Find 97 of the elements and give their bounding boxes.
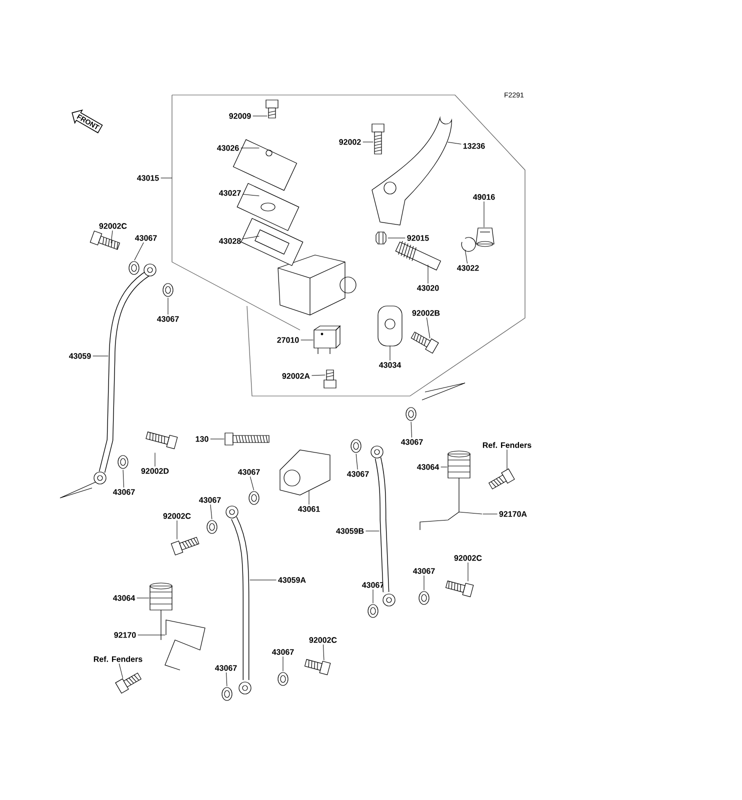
callout-number: 43067 [155,314,181,324]
washer [128,261,140,275]
leader-line [242,236,260,240]
leader-line [410,422,412,438]
callout-number: 92002A [280,372,312,380]
callout-number: 43034 [377,360,403,370]
callout-number: 43067 [111,488,137,496]
dust-boot [476,228,494,247]
callout-number: 92015 [405,234,431,242]
washer [248,491,260,505]
leader-line [464,250,468,264]
washer [368,604,378,618]
callout-number: 43059A [276,576,308,584]
callout-number: 43061 [296,504,322,514]
callout-number: 92002 [337,138,363,146]
callout-number: 92002C [162,512,193,520]
leader-line [110,230,113,244]
callout-number: 43067 [399,438,425,446]
callout-number: 43015 [135,174,161,182]
callout-number: 92002C [98,222,129,230]
leader-line [440,466,448,468]
callout-number: 92002D [140,466,170,476]
grommet [150,582,172,610]
leader-line [322,644,324,660]
callout-number: 92002C [452,554,484,562]
callout-number: 43022 [455,264,481,272]
nut [376,232,386,244]
bolt [224,432,270,446]
leader-line [210,438,224,440]
callout-number: 92002B [410,308,442,318]
leader-line [176,520,178,540]
callout-number: 43067 [197,496,223,504]
callout-number: 43067 [213,664,239,672]
bolt [304,659,331,676]
leader-line [138,634,166,636]
leader-line [372,589,374,604]
callout-number: 43067 [270,648,296,656]
callout-number: 27010 [275,336,301,344]
leader-line [154,452,156,467]
leader-line [311,374,326,376]
callout-number: 43067 [133,234,159,242]
callout-number: 92009 [227,112,253,120]
leader-line [308,490,310,505]
callout-number: 130 [194,434,210,444]
circlip [461,237,476,252]
leader-line [282,656,284,672]
callout-number: 43026 [215,144,241,152]
callout-number: 43028 [217,236,243,246]
leader-line [426,317,430,338]
bolt [90,230,120,250]
pin [372,124,384,154]
leader-line [134,242,144,260]
leader-line [448,142,462,144]
washer [162,283,174,297]
callout-number: 43020 [415,284,441,292]
clamp [378,306,402,346]
bolt [324,370,336,388]
bolt [445,580,474,598]
callout-number: 49016 [471,192,497,202]
lever [372,118,452,226]
washer [418,591,430,605]
leader-line [506,449,508,470]
callout-number: 43059 [67,352,93,360]
callout-number: 92002C [308,636,339,644]
leader-line [242,194,260,196]
washer [206,520,218,534]
callout-number: 92170A [498,510,529,518]
callout-number: 43059B [334,526,366,536]
callout-number: 43067 [236,468,262,476]
callout-number: Ref. Fenders [92,654,144,664]
leader-line [118,663,124,678]
wire-clip [420,478,482,530]
callout-number: 43027 [217,188,243,198]
leader-line [365,530,380,532]
washer [222,687,232,701]
washer [278,672,288,686]
callout-number: Ref. Fenders [480,440,534,450]
washer [350,439,362,453]
wire-clip [160,610,206,670]
callout-number: 13236 [461,142,487,150]
switch-housing [280,450,330,496]
screw [266,100,278,118]
callout-number: 43067 [345,470,371,478]
callout-number: 43067 [411,566,437,576]
callout-number: 43064 [111,594,137,602]
leader-line [122,470,124,488]
washer [406,407,416,421]
leader-line [210,504,212,520]
bolt [146,432,178,450]
bolt [170,536,200,556]
callout-number: 92170 [112,630,138,640]
leader-line [226,672,228,686]
callout-number: 43064 [415,462,441,472]
grommet [448,450,470,478]
leader-line [356,454,358,470]
switch [314,325,341,354]
leader-line [250,476,254,490]
